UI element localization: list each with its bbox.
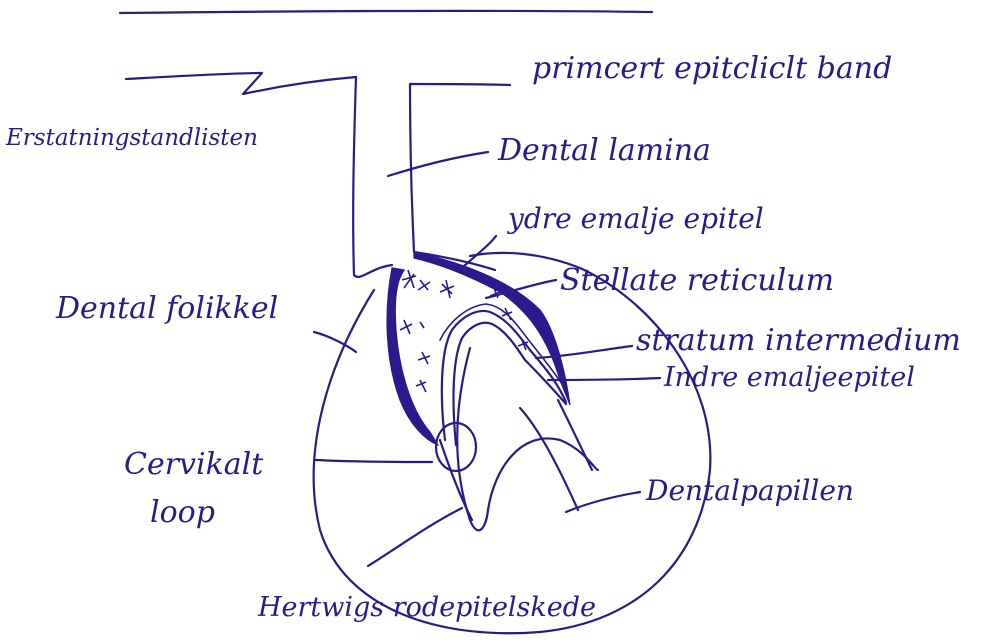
hertwig-root-sheath-right: [558, 400, 592, 470]
hertwig-root-sheath-left: [440, 440, 472, 520]
label-stratum-intermedium: stratum intermedium: [636, 323, 961, 358]
star-10: [416, 380, 426, 392]
primary-epithelial-band-right: [410, 84, 510, 85]
label-cervical-loop-line-2: loop: [150, 495, 215, 530]
pointer-dental-lamina: [388, 152, 488, 176]
star-6: [420, 322, 424, 328]
star-1: [402, 270, 416, 288]
top-line: [120, 11, 652, 13]
label-replacement-tooth-lamina: Erstatningstandlisten: [5, 125, 258, 151]
pointer-outer-enamel: [464, 236, 496, 266]
outer-enamel-epithelium: [387, 268, 438, 445]
label-outer-enamel-epithelium: ydre emalje epitel: [506, 202, 764, 235]
label-primary-epithelial-band: primcert epitcliclt band: [532, 51, 892, 86]
label-dental-lamina: Dental lamina: [497, 133, 711, 168]
label-stellate-reticulum: Stellate reticulum: [560, 263, 834, 298]
label-hertwig-root-sheath: Hertwigs rodepitelskede: [257, 592, 596, 623]
label-cervical-loop-line-1: Cervikalt: [124, 447, 264, 482]
dental-lamina-right-edge: [410, 84, 495, 270]
label-inner-enamel-epithelium: Indre emaljeepitel: [663, 362, 915, 393]
dental-follicle-outline: [314, 253, 711, 633]
label-dental-papilla: Dentalpapillen: [645, 474, 854, 507]
pointer-hertwig: [368, 508, 462, 566]
primary-epithelial-band-left: [126, 73, 356, 94]
star-4: [400, 320, 412, 334]
pointer-cervical-loop: [316, 460, 432, 462]
star-5: [418, 352, 430, 364]
dental-lamina-left-edge: [353, 77, 392, 277]
label-dental-follicle: Dental folikkel: [55, 291, 278, 326]
star-2: [418, 280, 430, 290]
star-8: [502, 308, 512, 320]
star-3: [440, 280, 454, 298]
